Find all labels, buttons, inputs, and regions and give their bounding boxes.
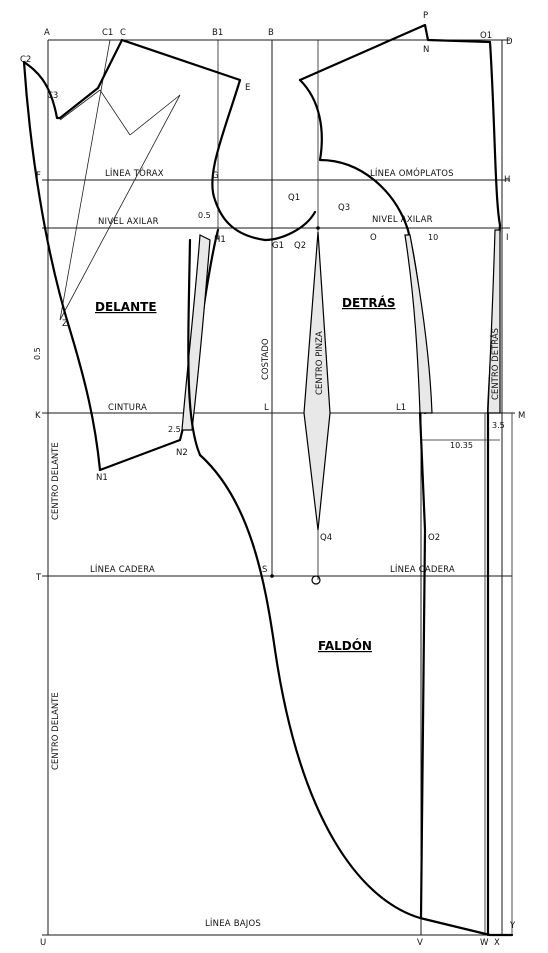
back-armhole-label: NIVEL AXILAR <box>372 215 433 225</box>
front-dart-guide-4 <box>59 94 181 321</box>
point-C2: C2 <box>20 55 31 65</box>
point-Q2: Q2 <box>294 241 306 251</box>
point-B1: B1 <box>212 28 223 38</box>
back-title: DETRÁS <box>342 295 396 310</box>
thorax-label: LÍNEA TÓRAX <box>105 167 164 179</box>
skirt-pieces <box>187 238 514 937</box>
front-armhole-label: NIVEL AXILAR <box>98 217 159 227</box>
back-side-offset-label: 10 <box>428 233 438 242</box>
point-X: X <box>494 938 500 948</box>
back-dart-label: CENTRO PINZA <box>315 331 325 395</box>
front-side-dart <box>181 234 211 431</box>
side-hip-dot <box>270 574 274 578</box>
point-O1: O1 <box>480 31 492 41</box>
point-E: E <box>245 83 250 93</box>
point-N: N <box>423 45 429 55</box>
left-offset-label: 0.5 <box>33 347 42 360</box>
point-Q3: Q3 <box>338 203 350 213</box>
skirt-title: FALDÓN <box>318 638 372 653</box>
front-dart-guide-1 <box>59 39 111 321</box>
point-N2: N2 <box>176 448 188 458</box>
point-labels: A C1 C B1 B P O1 N D C2 C3 E F G H H1 G1… <box>20 11 525 948</box>
front-bodice <box>22 38 317 472</box>
point-O: O <box>370 233 377 243</box>
point-L1: L1 <box>396 403 406 413</box>
point-P: P <box>423 11 428 21</box>
back-side-seam <box>418 411 427 920</box>
point-S: S <box>262 565 267 575</box>
point-Q4: Q4 <box>320 533 332 543</box>
front-dart-guide-2 <box>99 89 131 136</box>
front-hip-label: LÍNEA CADERA <box>90 563 155 575</box>
back-bodice <box>298 23 502 531</box>
front-dart-offset-label: 2.5 <box>168 425 181 434</box>
center-front-upper-label: CENTRO DELANTE <box>51 442 61 520</box>
point-L: L <box>264 403 269 413</box>
point-T: T <box>35 573 42 583</box>
point-F: F <box>36 171 41 181</box>
back-center-shape <box>487 229 501 414</box>
front-neck-guide <box>59 89 101 121</box>
front-dart-guide-3 <box>129 94 181 136</box>
front-upper-outline <box>22 38 317 242</box>
point-Z: Z <box>62 319 68 329</box>
side-offset-label: 0.5 <box>198 211 211 220</box>
front-title: DELANTE <box>95 300 157 314</box>
point-V: V <box>417 938 423 948</box>
point-U: U <box>40 938 46 948</box>
point-C3: C3 <box>47 91 58 101</box>
point-Y: Y <box>509 921 516 931</box>
back-waist-dart <box>303 231 331 531</box>
point-A: A <box>44 28 50 38</box>
center-back-label: CENTRO DETRÁS <box>489 328 501 400</box>
point-Q1: Q1 <box>288 193 300 203</box>
back-side-dart <box>404 234 433 414</box>
point-H1: H1 <box>214 235 226 245</box>
point-K: K <box>35 411 41 421</box>
point-W: W <box>480 938 489 948</box>
point-G: G <box>212 171 219 181</box>
point-O2: O2 <box>428 533 440 543</box>
armhole-dot <box>316 226 320 230</box>
point-G1: G1 <box>272 241 284 251</box>
center-front-lower-label: CENTRO DELANTE <box>51 692 61 770</box>
point-I: I <box>506 233 509 243</box>
back-hip-label: LÍNEA CADERA <box>390 563 455 575</box>
point-M: M <box>518 411 525 421</box>
side-label: COSTADO <box>261 338 271 380</box>
center-back-offset-label: 3.5 <box>492 421 505 430</box>
skirt-side-curve <box>198 453 514 937</box>
point-D: D <box>506 37 513 47</box>
point-C1: C1 <box>102 28 113 38</box>
hip-notch <box>311 575 321 585</box>
waist-label: CINTURA <box>108 403 147 413</box>
hem-label: LÍNEA BAJOS <box>205 917 261 929</box>
point-H: H <box>504 175 510 185</box>
front-side-seam <box>187 238 202 457</box>
point-C: C <box>120 28 126 38</box>
point-B: B <box>268 28 274 38</box>
point-N1: N1 <box>96 473 108 483</box>
shoulder-blade-label: LÍNEA OMÓPLATOS <box>370 167 454 179</box>
waist-offset-label: 10.35 <box>450 441 473 450</box>
